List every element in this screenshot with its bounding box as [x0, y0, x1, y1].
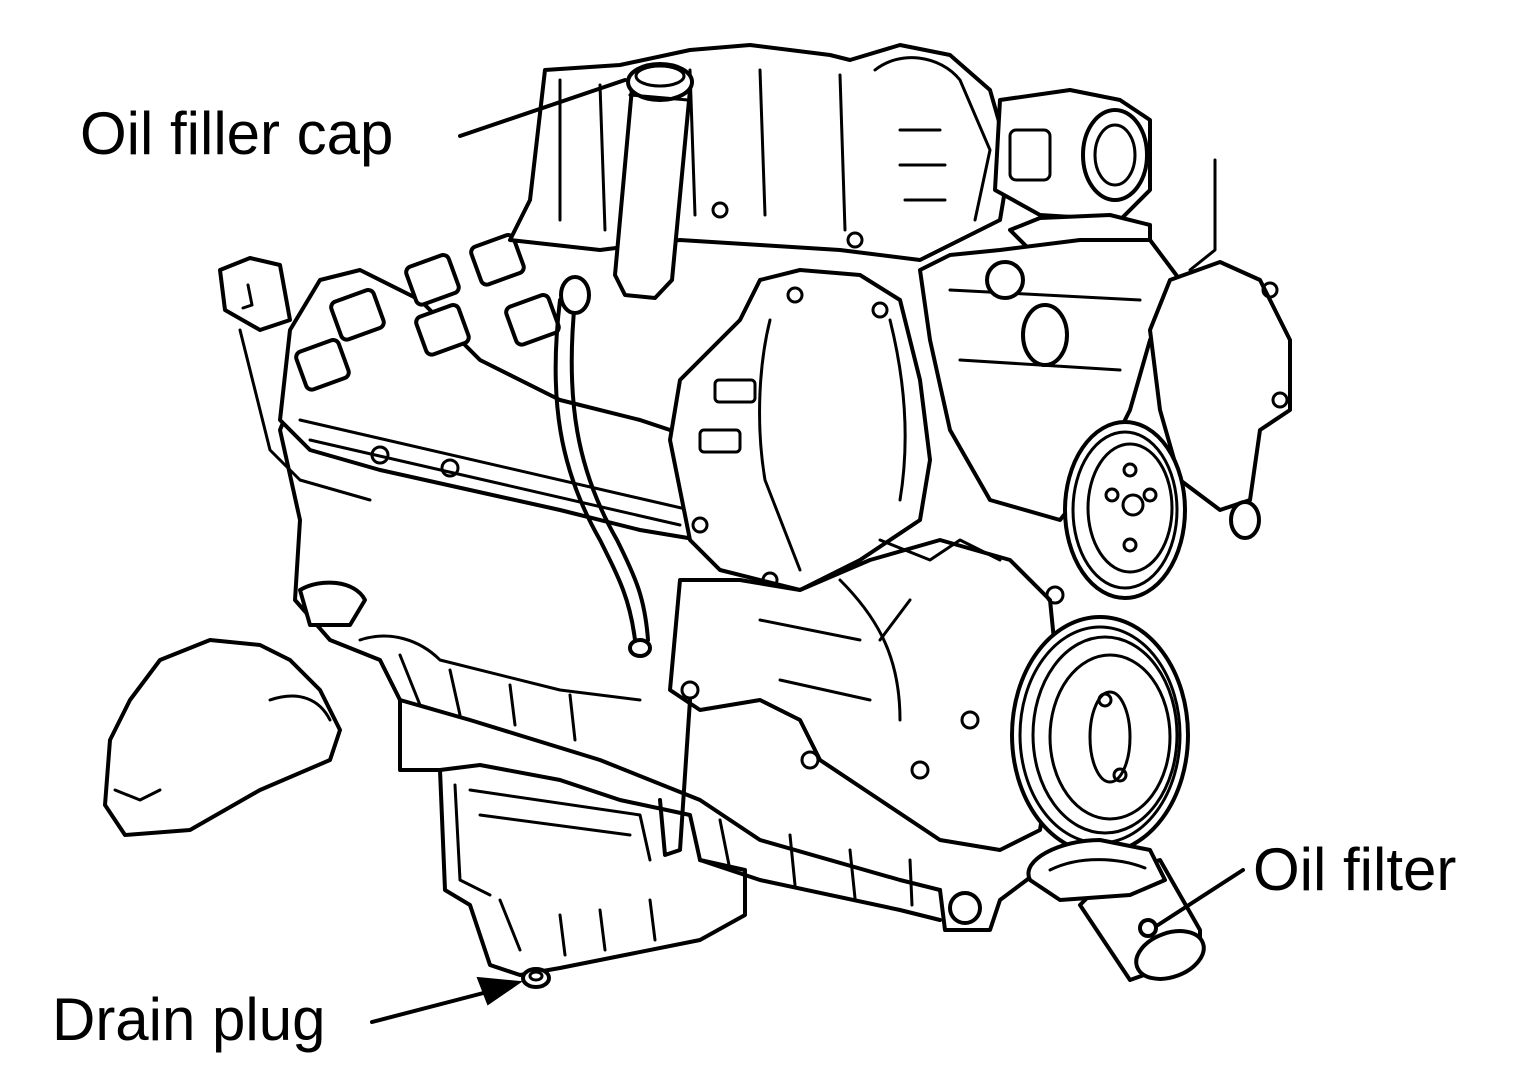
exhaust-manifold — [103, 580, 642, 837]
timing-cover — [668, 268, 932, 592]
water-pump-pulley — [1063, 420, 1187, 600]
oil-filter — [1026, 838, 1206, 982]
oil-filler-neck — [613, 62, 694, 300]
front-cover — [668, 538, 1065, 852]
oil-pan — [438, 763, 747, 977]
leader-line-drain-plug — [370, 988, 497, 1024]
oil-filler-cap-label: Oil filler cap — [80, 100, 394, 167]
left-cylinder-head — [278, 233, 722, 542]
drain-plug-label: Drain plug — [52, 986, 326, 1053]
drain-plug — [521, 967, 551, 989]
right-cylinder-bank — [918, 158, 1292, 540]
engine-block — [278, 378, 1042, 932]
engine-bracket — [218, 256, 372, 502]
leader-line-oil-filter — [1156, 868, 1245, 927]
crankshaft-pulley — [1010, 615, 1190, 855]
drain-plug-arrowhead — [476, 976, 523, 1006]
intake-manifold — [508, 43, 1012, 262]
leader-line-oil-filler-cap — [458, 78, 627, 138]
oil-filter-label: Oil filter — [1253, 836, 1457, 903]
leader-lines — [370, 78, 1245, 1024]
dipstick-tube — [553, 275, 692, 857]
